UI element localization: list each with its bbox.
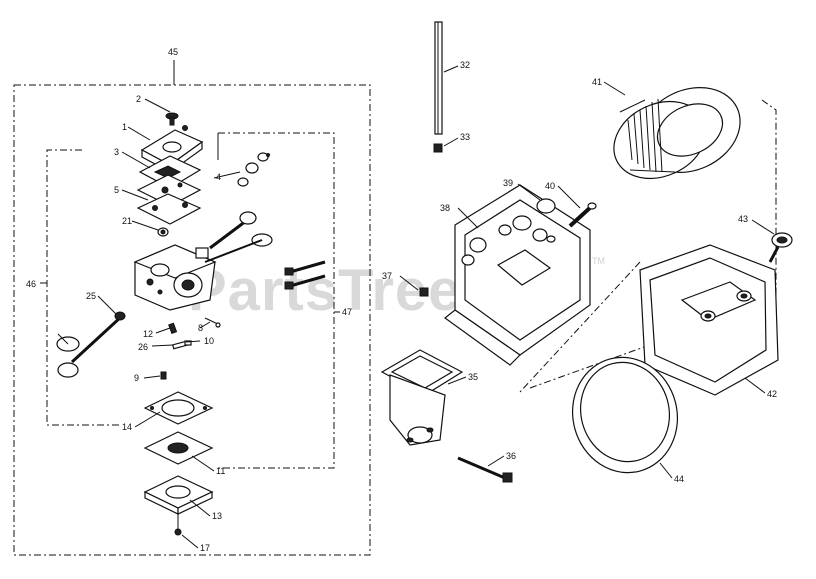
callout-44: 44 xyxy=(674,474,684,484)
part-44-foam-ring xyxy=(571,356,679,474)
callout-46: 46 xyxy=(26,279,36,289)
callout-12: 12 xyxy=(143,329,153,339)
callout-4: 4 xyxy=(216,172,221,182)
carburetor-body xyxy=(133,244,217,311)
callout-43: 43 xyxy=(738,214,748,224)
callouts: 45 2 1 3 4 5 21 46 25 47 12 8 10 26 9 14… xyxy=(26,47,777,553)
part-17-screw xyxy=(174,514,182,536)
part-26-spring xyxy=(171,340,192,350)
callout-39: 39 xyxy=(503,178,513,188)
callout-35: 35 xyxy=(468,372,478,382)
group-47-bracket xyxy=(215,132,340,469)
part-12-pin xyxy=(168,322,178,335)
callout-14: 14 xyxy=(122,422,132,432)
watermark-trademark: TM xyxy=(592,256,605,266)
callout-11: 11 xyxy=(216,466,225,476)
group-46-bracket xyxy=(40,149,122,426)
callout-32: 32 xyxy=(460,60,470,70)
part-2-screw xyxy=(165,112,179,126)
callout-47: 47 xyxy=(342,307,352,317)
callout-26: 26 xyxy=(138,342,148,352)
part-37-screw xyxy=(419,287,429,297)
part-35-adapter xyxy=(380,349,464,446)
part-33-end xyxy=(433,143,443,153)
callout-41: 41 xyxy=(592,77,602,87)
part-42-cover xyxy=(639,244,779,396)
callout-13: 13 xyxy=(212,511,222,521)
callout-33: 33 xyxy=(460,132,470,142)
part-1-cover xyxy=(140,125,204,174)
callout-8: 8 xyxy=(198,323,203,333)
callout-42: 42 xyxy=(767,389,777,399)
callout-25: 25 xyxy=(86,291,96,301)
filter-pleats xyxy=(627,98,663,173)
callout-10: 10 xyxy=(204,336,214,346)
part-43-knob xyxy=(768,232,793,263)
part-8-needle xyxy=(204,317,221,328)
part-32-rod xyxy=(434,21,443,135)
group-45-bracket xyxy=(13,60,371,556)
part-38-air-box xyxy=(444,184,591,366)
callout-45: 45 xyxy=(168,47,178,57)
callout-5: 5 xyxy=(114,185,119,195)
leader-lines xyxy=(97,65,775,549)
part-41-air-filter xyxy=(613,87,741,180)
part-21-nut xyxy=(157,227,169,237)
part-9-screw xyxy=(160,371,167,380)
part-40-pin xyxy=(568,202,597,228)
part-13-cover xyxy=(143,475,214,515)
part-diaphragm-plate xyxy=(136,193,202,225)
callout-37: 37 xyxy=(382,271,392,281)
callout-2: 2 xyxy=(136,94,141,104)
callout-38: 38 xyxy=(440,203,450,213)
throttle-shaft xyxy=(204,211,273,263)
part-36-bolt xyxy=(457,456,513,483)
part-14-gasket xyxy=(143,391,214,425)
part-4-spring xyxy=(237,152,270,187)
watermark: PartsTree xyxy=(188,258,461,323)
callout-1: 1 xyxy=(122,122,127,132)
callout-36: 36 xyxy=(506,451,516,461)
callout-21: 21 xyxy=(122,216,132,226)
callout-9: 9 xyxy=(134,373,139,383)
callout-40: 40 xyxy=(545,181,555,191)
callout-17: 17 xyxy=(200,543,210,553)
callout-3: 3 xyxy=(114,147,119,157)
part-25-choke-shaft xyxy=(56,311,126,378)
part-11-diaphragm xyxy=(143,431,214,465)
adjusting-screws xyxy=(284,260,326,290)
part-39-cap xyxy=(536,198,556,214)
